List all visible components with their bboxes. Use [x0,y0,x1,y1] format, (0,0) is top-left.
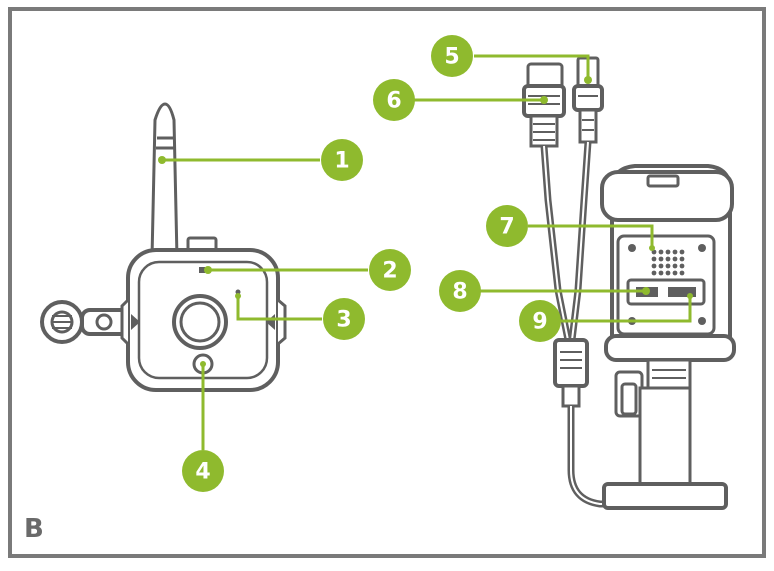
callout-7: 7 [486,205,528,247]
panel-label: B [24,514,44,544]
mount-neck [646,358,692,390]
microphone-hole [235,289,241,295]
leader-lines [162,54,692,450]
figure-frame [8,7,766,558]
leader-line-3 [236,296,322,321]
callout-number: 4 [195,460,210,485]
callout-5: 5 [431,35,473,77]
callout-number: 6 [386,89,401,114]
camera-front-view [40,102,287,392]
mount-pole [638,386,692,486]
indicator-led [199,267,205,273]
callout-number: 1 [334,149,349,174]
leader-dots [158,76,693,367]
callout-4: 4 [182,450,224,492]
leader-line-7 [528,224,654,248]
callout-2: 2 [369,249,411,291]
callout-number: 9 [532,310,547,335]
leader-line-5 [474,54,590,80]
camera-rear-view [522,56,736,510]
callout-9: 9 [519,300,561,342]
mount-base [602,482,728,510]
callout-number: 5 [444,45,459,70]
callout-1: 1 [321,139,363,181]
leader-line-9 [560,296,692,323]
callout-number: 7 [499,215,514,240]
callout-number: 8 [452,280,467,305]
callout-number: 2 [382,259,397,284]
callout-6: 6 [373,79,415,121]
callout-number: 3 [336,308,351,333]
network-connector [522,62,566,148]
cable-junction [553,338,589,388]
speaker-grille [651,249,685,276]
antenna [150,102,179,260]
reset-button [668,287,696,297]
callout-3: 3 [323,298,365,340]
callout-8: 8 [439,270,481,312]
